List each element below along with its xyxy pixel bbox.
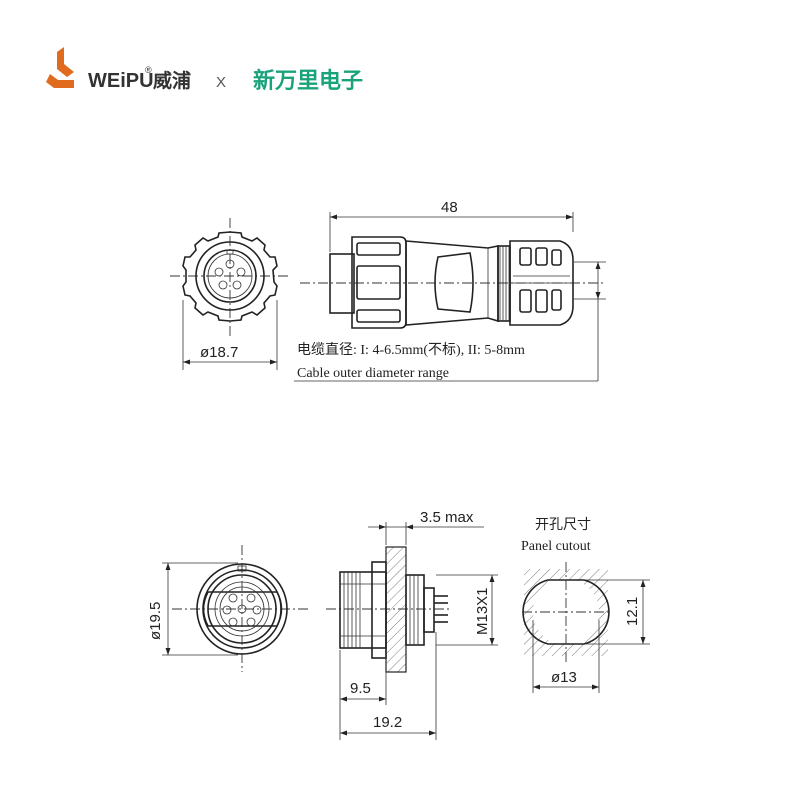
header-separator: X [216, 74, 226, 91]
partner-name: 新万里电子 [253, 68, 363, 94]
cable-range-cn: 电缆直径: I: 4-6.5mm(不标), II: 5-8mm [297, 341, 525, 358]
logo-mark-lower [46, 74, 74, 88]
plug-side-view: 48 电缆直径: I: 4-6.5 [294, 199, 606, 382]
brand-latin: WEiPU [88, 70, 154, 92]
cutout-title-en: Panel cutout [521, 539, 591, 554]
plug-length-label: 48 [441, 199, 458, 216]
cutout-flat-label: 12.1 [624, 597, 641, 626]
cutout-diameter-label: ø13 [551, 669, 577, 686]
front-length-label: 9.5 [350, 680, 371, 697]
plug-front-view: ø18.7 [170, 218, 290, 370]
receptacle-diameter-label: ø19.5 [147, 602, 164, 640]
cable-range-en: Cable outer diameter range [297, 366, 449, 381]
receptacle-side-view: 3.5 max M13X1 [326, 509, 498, 740]
total-length-label: 19.2 [373, 714, 402, 731]
brand-cn: 威浦 [153, 69, 191, 92]
panel-thickness-label: 3.5 max [420, 509, 474, 526]
weipu-logo: WEiPU ® 威浦 [46, 47, 191, 92]
cutout-title-cn: 开孔尺寸 [535, 517, 591, 533]
plug-diameter-label: ø18.7 [200, 344, 238, 361]
receptacle-front-view: ø19.5 [147, 545, 310, 672]
thread-label: M13X1 [474, 587, 491, 635]
brand-registered: ® [145, 65, 152, 75]
panel-cutout: 开孔尺寸 Panel cutout 12.1 ø13 [521, 517, 650, 693]
logo-mark-upper [57, 47, 74, 77]
header: WEiPU ® 威浦 X 新万里电子 [46, 47, 363, 94]
